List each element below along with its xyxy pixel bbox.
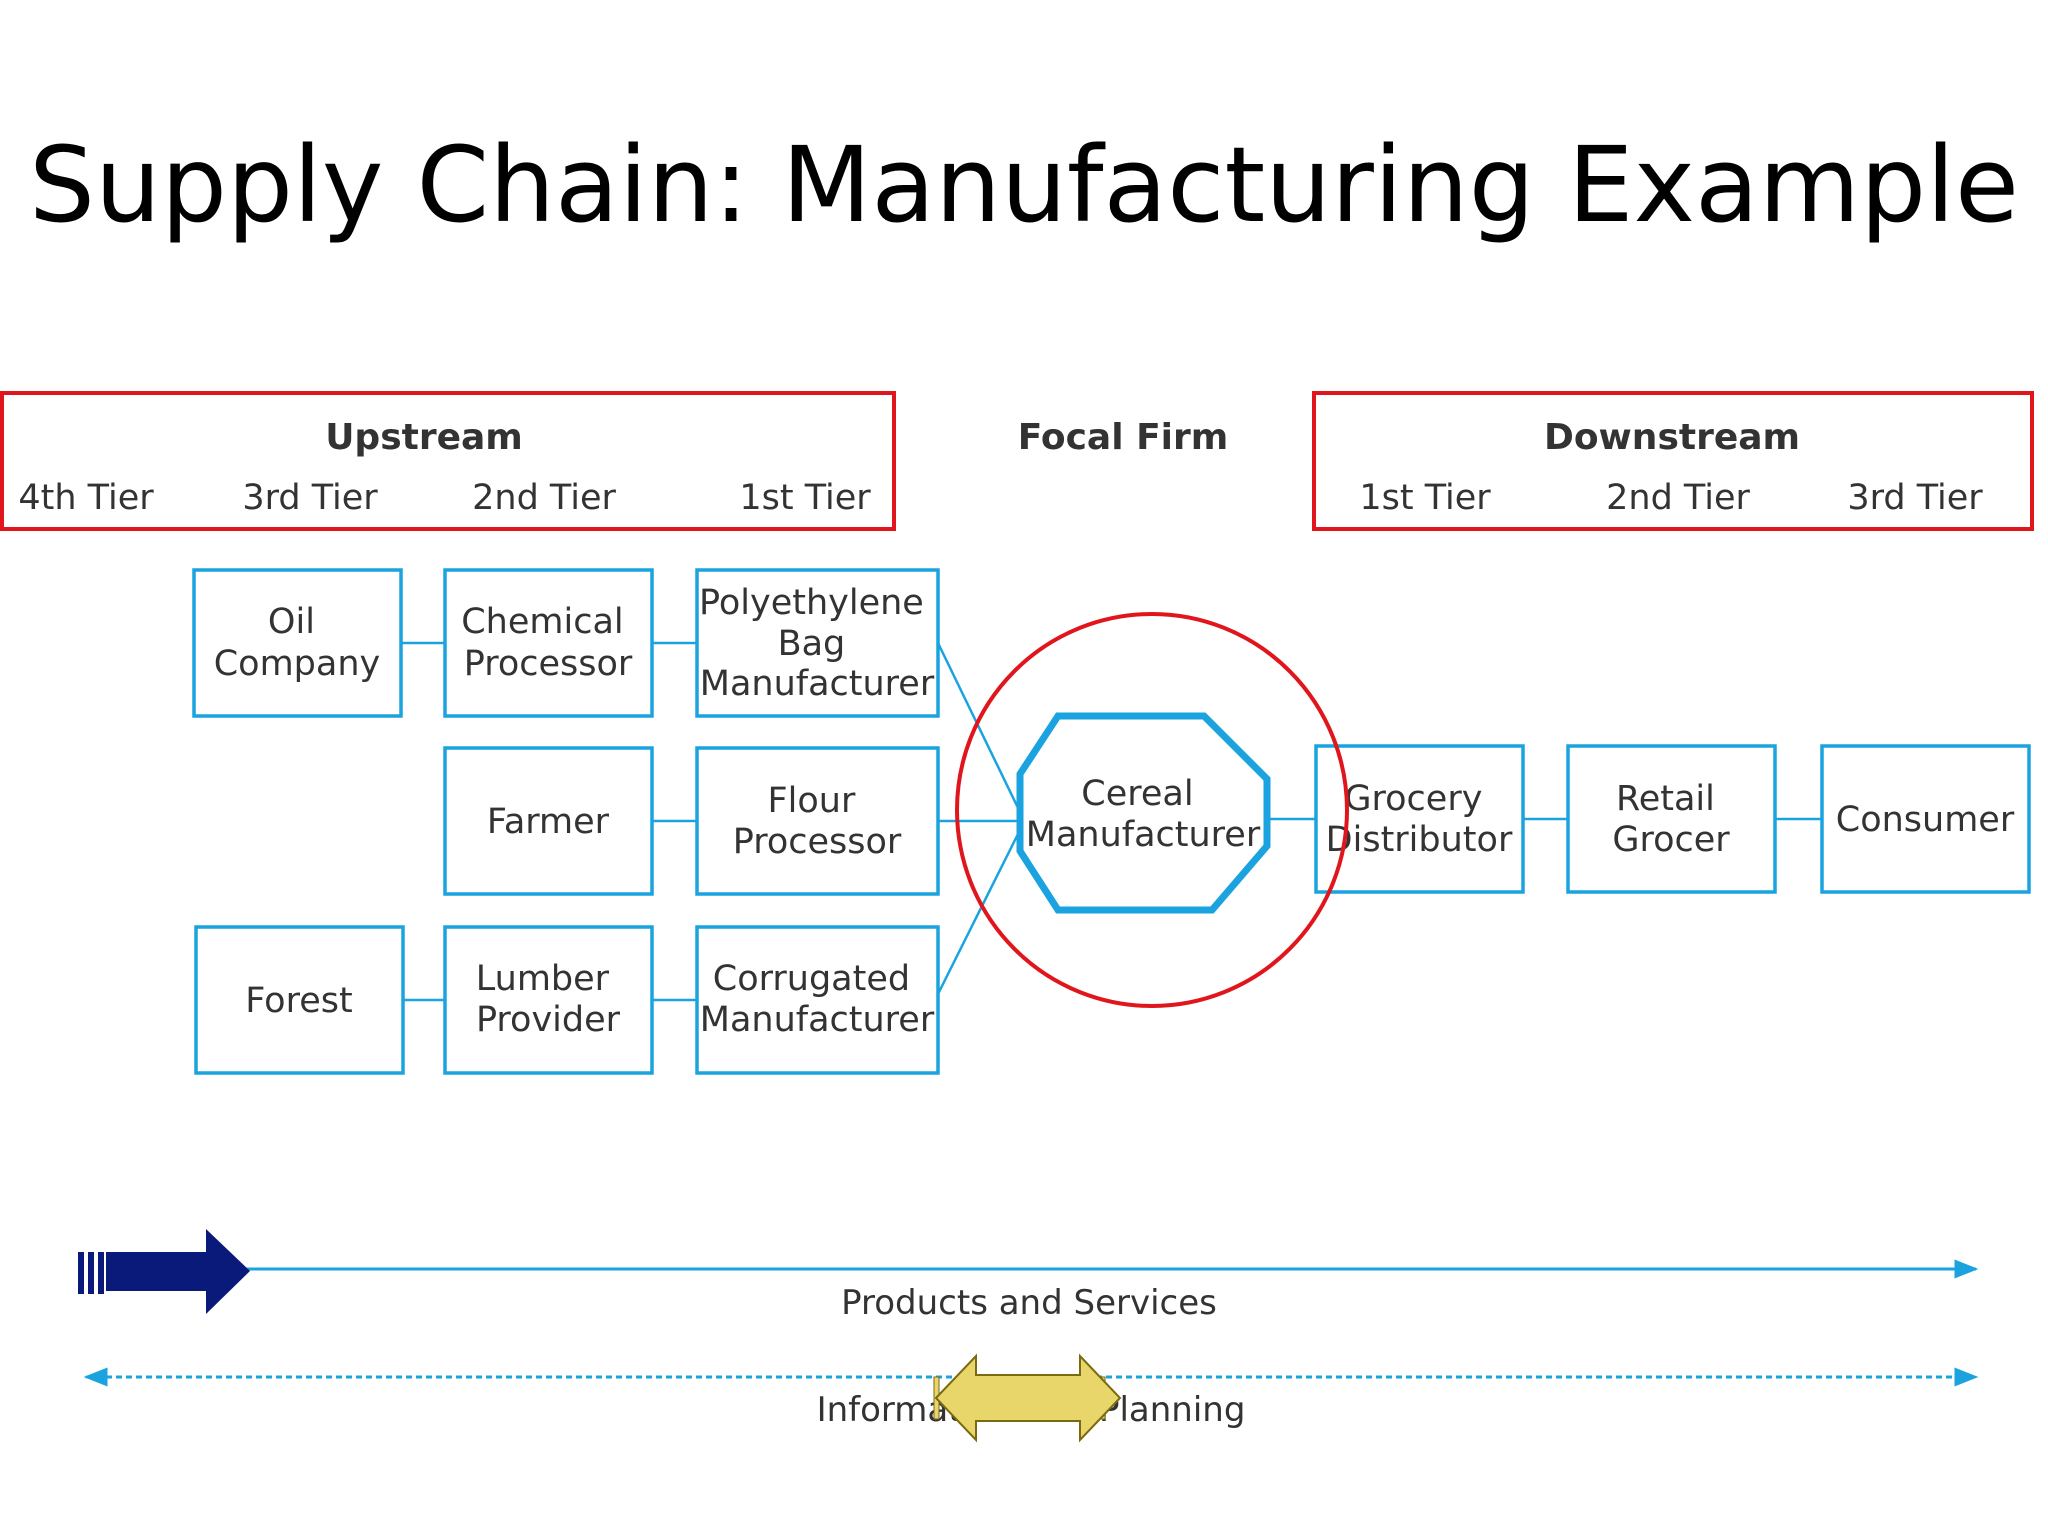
node-lumber-provider-box: [443, 925, 654, 1075]
node-lumber-provider-label: Lumber Provider: [476, 959, 621, 1040]
connectors: [401, 641, 1822, 1002]
downstream-tier-2: 2nd Tier: [1606, 478, 1750, 518]
upstream-tier-1: 1st Tier: [739, 478, 871, 518]
node-flour-processor-label: Flour Processor: [733, 781, 902, 862]
navy-block-arrow-icon: [78, 1229, 250, 1314]
node-cereal-manufacturer-label: Cereal Manufacturer: [1026, 774, 1261, 855]
node-oil-company-label: Oil Company: [214, 602, 381, 684]
node-polyethylene-bag-manufacturer-label: Polyethylene Bag Manufacturer: [699, 583, 935, 704]
node-forest-label: Forest: [245, 981, 352, 1021]
node-grocery-distributor-box: [1314, 744, 1525, 894]
node-corrugated-manufacturer-box: [695, 925, 940, 1075]
node-polyethylene-bag-manufacturer-box: [695, 568, 940, 718]
downstream-tier-1: 1st Tier: [1359, 478, 1491, 518]
downstream-header-box: [1312, 391, 2034, 531]
node-farmer-label: Farmer: [487, 802, 610, 842]
products-flow-label: Products and Services: [841, 1283, 1217, 1323]
node-oil-company-box: [192, 568, 403, 718]
node-corrugated-manufacturer-label: Corrugated Manufacturer: [700, 959, 935, 1040]
node-retail-grocer-box: [1566, 744, 1777, 894]
connector-polyethylene-cereal: [936, 642, 1022, 813]
node-farmer-box: [443, 746, 654, 896]
focal-firm-highlight-circle: [955, 612, 1349, 1008]
node-forest-box: [194, 925, 405, 1075]
upstream-header-box: [0, 391, 896, 531]
node-consumer-label: Consumer: [1836, 800, 2015, 840]
connector-corrugated-cereal: [936, 829, 1022, 995]
upstream-tier-3: 3rd Tier: [242, 478, 378, 518]
node-grocery-distributor-label: Grocery Distributor: [1326, 779, 1513, 860]
node-consumer-box: [1820, 744, 2031, 894]
focal-firm-header: Focal Firm: [1018, 417, 1229, 458]
node-chemical-processor-label: Chemical Processor: [461, 602, 635, 684]
node-cereal-manufacturer-octagon: [1016, 712, 1271, 914]
upstream-tier-4: 4th Tier: [18, 478, 154, 518]
upstream-tier-2: 2nd Tier: [472, 478, 616, 518]
node-chemical-processor-box: [443, 568, 654, 718]
node-retail-grocer-label: Retail Grocer: [1612, 779, 1730, 860]
upstream-header: Upstream: [325, 417, 523, 458]
node-flour-processor-box: [695, 746, 940, 896]
yellow-double-arrow-icon: [933, 1353, 1122, 1443]
downstream-tier-3: 3rd Tier: [1847, 478, 1983, 518]
downstream-header: Downstream: [1544, 417, 1800, 458]
slide-title: Supply Chain: Manufacturing Example: [29, 124, 2019, 246]
